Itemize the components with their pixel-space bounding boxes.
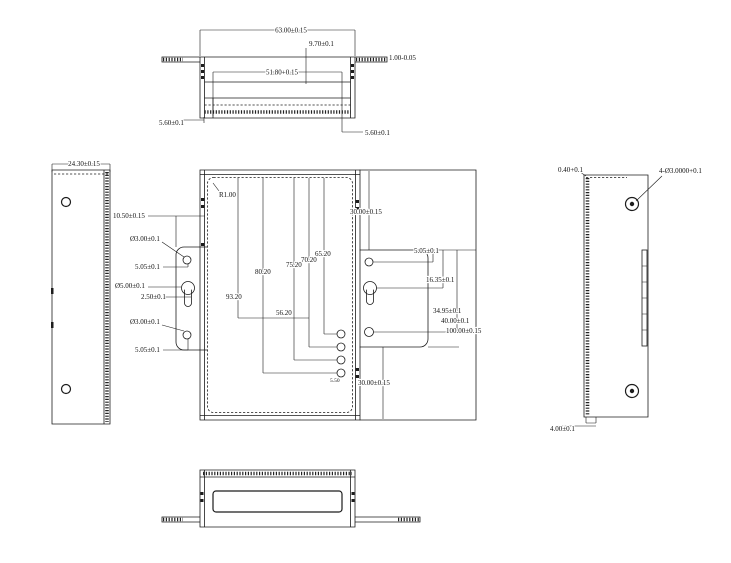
left-side-view: 24.30±0.15 — [51, 159, 111, 425]
dim-h93: 93.20 — [226, 293, 242, 301]
dim-flange-thickness: 1.00-0.05 — [389, 54, 416, 62]
wall-mark — [201, 64, 204, 67]
dim-top-hole-dia: Ø3.00±0.1 — [130, 235, 160, 243]
dim-top-hole-offset: 5.05±0.1 — [135, 263, 160, 271]
edge-hole — [336, 355, 346, 365]
wall-mark — [201, 243, 205, 246]
wall-mark — [355, 375, 359, 378]
top-view: 63.00±0.15 9.70±0.1 51.80+0.15 1.00-0.05… — [158, 25, 418, 138]
dim-h80: 80.20 — [255, 268, 271, 276]
dim-slot-offset: 9.70±0.1 — [309, 40, 334, 48]
wall-mark — [355, 207, 359, 210]
dim-h70: 70.20 — [301, 256, 317, 264]
dim-w56: 56.20 — [276, 309, 292, 317]
dim-step-left: 5.60±0.1 — [159, 119, 184, 127]
wall-mark — [351, 70, 354, 73]
wall-mark — [201, 205, 205, 208]
bottom-view — [161, 469, 421, 528]
edge-hole — [336, 329, 346, 339]
keyhole-slot — [366, 289, 374, 305]
front-view-dim-lines — [212, 171, 384, 419]
dim-keyhole-dia: Ø5.00±0.1 — [115, 282, 145, 290]
front-view-inner-dashed — [207, 177, 353, 413]
keyhole-bracket-outline — [175, 246, 208, 351]
dim-h75: 75.20 — [286, 261, 302, 269]
keyhole-circle — [363, 281, 377, 295]
mounting-hole-ring — [624, 383, 640, 399]
bottom-view-outline — [161, 469, 421, 528]
wall-mark — [351, 76, 354, 79]
right-view-dim-lines — [558, 171, 663, 427]
wall-mark — [355, 200, 359, 203]
dim-flange-top: 30.00±0.15 — [350, 208, 382, 216]
wall-mark — [351, 64, 354, 67]
dim-depth: 24.30±0.15 — [68, 160, 100, 168]
small-hole — [182, 255, 192, 265]
unfolded-flange-outline — [359, 169, 477, 421]
keyhole-circle — [181, 281, 195, 295]
dim-overall-width: 63.00±0.15 — [275, 27, 307, 35]
top-view-outline — [161, 56, 388, 119]
top-view-dim-lines — [182, 29, 363, 133]
dim-hole-pitch: 5.50 — [330, 378, 340, 384]
hole — [60, 383, 72, 395]
wall-mark — [201, 198, 205, 201]
dim-bracket-height: 100.00±0.15 — [446, 327, 482, 335]
dim-bottom-step: 4.00±0.1 — [550, 425, 575, 433]
right-bracket-outline — [359, 249, 429, 348]
wall-mark — [200, 499, 204, 502]
small-hole — [182, 330, 192, 340]
dim-corner-radius: R1.00 — [219, 191, 236, 199]
dim-flange-bottom: 30.00±0.15 — [358, 379, 390, 387]
mounting-hole-center — [629, 388, 635, 394]
connector-slot-ticks — [642, 265, 647, 331]
dim-edge-gap: 0.40+0.1 — [558, 166, 583, 174]
left-view-outline — [51, 169, 111, 425]
right-side-view: 0.40+0.1 4-Ø3.0000+0.1 4.00±0.1 — [549, 165, 704, 434]
edge-hole — [336, 342, 346, 352]
wall-mark — [351, 499, 355, 502]
dim-bottom-hole-offset: 5.05±0.1 — [135, 346, 160, 354]
mounting-hole-center — [629, 201, 635, 207]
edge-mark — [51, 322, 54, 328]
dim-bottom-hole-dia: Ø3.00±0.1 — [130, 318, 160, 326]
small-hole — [364, 257, 374, 267]
right-view-outline — [583, 174, 649, 418]
bottom-slot — [212, 490, 343, 513]
dim-bracket-bottom-hole: 34.95±0.1 — [433, 307, 462, 315]
wall-mark — [200, 492, 204, 495]
dim-step-right: 5.60±0.1 — [365, 129, 390, 137]
wall-mark — [351, 492, 355, 495]
dim-hole-callout: 4-Ø3.0000+0.1 — [659, 167, 702, 175]
right-bracket: 5.05±0.1 16.35±0.1 34.95±0.1 40.00±0.1 1… — [359, 246, 483, 348]
dim-inner-width: 51.80+0.15 — [266, 69, 298, 77]
wall-mark — [201, 70, 204, 73]
edge-hole — [336, 368, 346, 378]
keyhole-dim-lines — [148, 215, 205, 351]
keyhole-slot — [184, 289, 192, 307]
edge-mark — [51, 288, 54, 294]
small-hole — [364, 327, 374, 337]
wall-mark — [355, 368, 359, 371]
wall-mark — [201, 76, 204, 79]
dim-bracket-top-hole: 5.05±0.1 — [414, 247, 439, 255]
dim-bracket-width: 40.00±0.1 — [441, 317, 470, 325]
right-bracket-dim-lines — [373, 249, 476, 348]
dim-bracket-keyhole: 16.35±0.1 — [426, 276, 455, 284]
keyhole-detail: 10.50±0.15 Ø3.00±0.1 5.05±0.1 Ø5.00±0.1 … — [112, 211, 208, 355]
dim-top-offset: 10.50±0.15 — [113, 212, 145, 220]
hole — [60, 196, 72, 208]
front-view: R1.00 30.00±0.15 65.20 70.20 75.20 80.20… — [199, 169, 477, 421]
dim-keyhole-slot: 2.50±0.1 — [141, 293, 166, 301]
mounting-hole-ring — [624, 196, 640, 212]
dim-h65: 65.20 — [315, 250, 331, 258]
